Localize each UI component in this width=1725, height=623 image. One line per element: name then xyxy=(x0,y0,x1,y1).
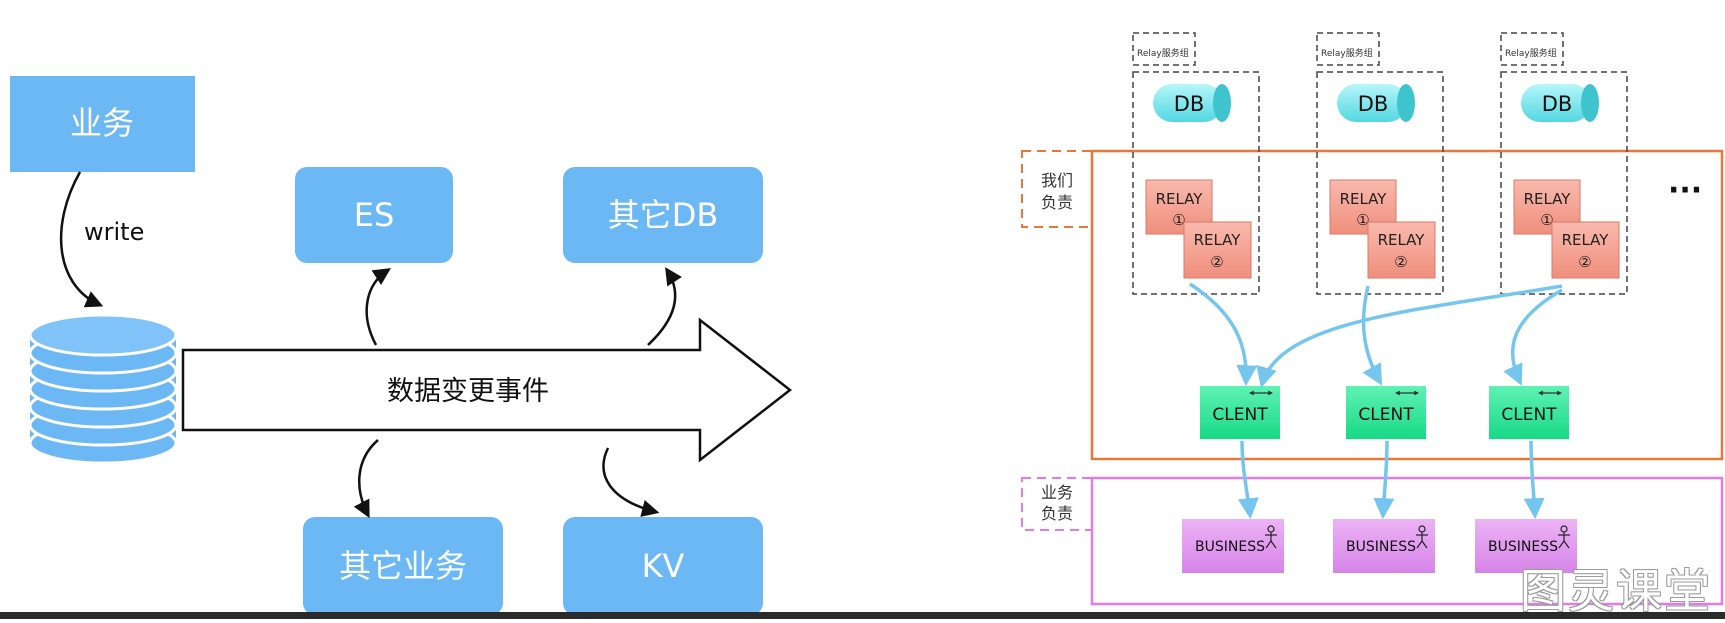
flow-relay1-to-client1 xyxy=(1189,282,1258,387)
business-node-1: BUSINESS xyxy=(1182,519,1284,573)
relay-2-label-2: RELAY xyxy=(1378,231,1426,249)
other-db-box: 其它DB xyxy=(563,167,763,263)
es-box-label: ES xyxy=(354,196,395,234)
flow-arrows xyxy=(1189,282,1563,520)
business-node-3: BUSINESS xyxy=(1475,519,1577,573)
business-node-2: BUSINESS xyxy=(1333,519,1435,573)
business-responsibility-tag: 业务 负责 xyxy=(1021,477,1093,531)
business-box-label: 业务 xyxy=(70,104,134,142)
write-arrow xyxy=(59,171,104,308)
db-cylinder-3: DB xyxy=(1521,84,1599,122)
relay-group-2: Relay服务组 DB RELAY ① RELAY ② CLENT BUSINE… xyxy=(1316,32,1444,573)
watermark: 图灵课堂 xyxy=(1520,564,1712,618)
other-business-box-label: 其它业务 xyxy=(339,547,467,585)
relay-1-label-2: RELAY xyxy=(1340,190,1388,208)
arrow-to-other-business xyxy=(353,439,379,519)
db-cylinder-1: DB xyxy=(1153,84,1231,122)
relay-2-label-1: RELAY xyxy=(1194,231,1242,249)
client-node-3: CLENT xyxy=(1489,386,1569,439)
relay-2-num-3: ② xyxy=(1578,253,1591,271)
client-label-1: CLENT xyxy=(1212,405,1268,425)
relay-group-3-label: Relay服务组 xyxy=(1505,47,1557,59)
client-node-2: CLENT xyxy=(1346,386,1426,439)
business-responsibility-area xyxy=(1090,476,1724,606)
client-label-2: CLENT xyxy=(1358,405,1414,425)
flow-relay3-to-client1 xyxy=(1256,284,1563,389)
db-label-1: DB xyxy=(1174,92,1205,116)
relay-group-2-label: Relay服务组 xyxy=(1321,47,1373,59)
flow-client1-to-business1 xyxy=(1237,440,1259,520)
business-label-2: BUSINESS xyxy=(1346,539,1416,555)
event-arrow-label: 数据变更事件 xyxy=(387,376,549,407)
relay-1-num-3: ① xyxy=(1540,211,1553,229)
other-business-box: 其它业务 xyxy=(303,517,503,615)
client-label-3: CLENT xyxy=(1501,405,1557,425)
event-arrow: 数据变更事件 xyxy=(181,317,793,463)
arrow-to-other-db xyxy=(647,267,682,346)
arrow-to-es xyxy=(365,268,391,346)
relay-1-num-1: ① xyxy=(1172,211,1185,229)
flow-relay2-to-client2 xyxy=(1361,285,1383,386)
business-box: 业务 xyxy=(10,76,195,172)
relay-2-node-1: RELAY ② xyxy=(1183,221,1252,279)
relay-1-label-3: RELAY xyxy=(1524,190,1572,208)
kv-box-label: KV xyxy=(642,547,685,585)
business-label-1: BUSINESS xyxy=(1195,539,1265,555)
flow-client3-to-business3 xyxy=(1523,440,1545,520)
relay-2-label-3: RELAY xyxy=(1562,231,1610,249)
business-responsibility-line2: 负责 xyxy=(1041,504,1073,523)
our-responsibility-area xyxy=(1090,149,1724,461)
relay-group-1: Relay服务组 DB RELAY ① RELAY ② CLENT BUSINE… xyxy=(1132,32,1284,573)
relay-2-num-2: ② xyxy=(1394,253,1407,271)
arrow-to-kv xyxy=(602,447,660,517)
client-node-1: CLENT xyxy=(1200,386,1280,439)
our-responsibility-line2: 负责 xyxy=(1041,193,1073,212)
kv-box: KV xyxy=(563,517,763,615)
relay-2-node-2: RELAY ② xyxy=(1367,221,1436,279)
business-label-3: BUSINESS xyxy=(1488,539,1558,555)
database-icon xyxy=(28,313,178,465)
relay-group-1-label: Relay服务组 xyxy=(1137,47,1189,59)
relay-group-3: Relay服务组 DB RELAY ① RELAY ② CLENT BUSINE… xyxy=(1475,32,1628,573)
db-cylinder-2: DB xyxy=(1337,84,1415,122)
bottom-border xyxy=(0,612,1725,619)
write-label: write xyxy=(84,218,144,246)
relay-1-num-2: ① xyxy=(1356,211,1369,229)
user-icon xyxy=(1265,525,1277,549)
relay-2-num-1: ② xyxy=(1210,253,1223,271)
user-icon xyxy=(1558,525,1570,549)
db-label-2: DB xyxy=(1358,92,1389,116)
our-responsibility-tag: 我们 负责 xyxy=(1021,150,1093,228)
relay-2-node-3: RELAY ② xyxy=(1551,221,1620,279)
flow-relay3-to-client3 xyxy=(1503,288,1563,386)
other-db-box-label: 其它DB xyxy=(608,196,719,234)
business-responsibility-line1: 业务 xyxy=(1041,483,1073,502)
relay-1-label-1: RELAY xyxy=(1156,190,1204,208)
flow-client2-to-business2 xyxy=(1373,440,1395,520)
db-label-3: DB xyxy=(1542,92,1573,116)
user-icon xyxy=(1416,525,1428,549)
es-box: ES xyxy=(295,167,453,263)
our-responsibility-line1: 我们 xyxy=(1041,171,1073,190)
more-ellipsis: ··· xyxy=(1668,173,1702,208)
